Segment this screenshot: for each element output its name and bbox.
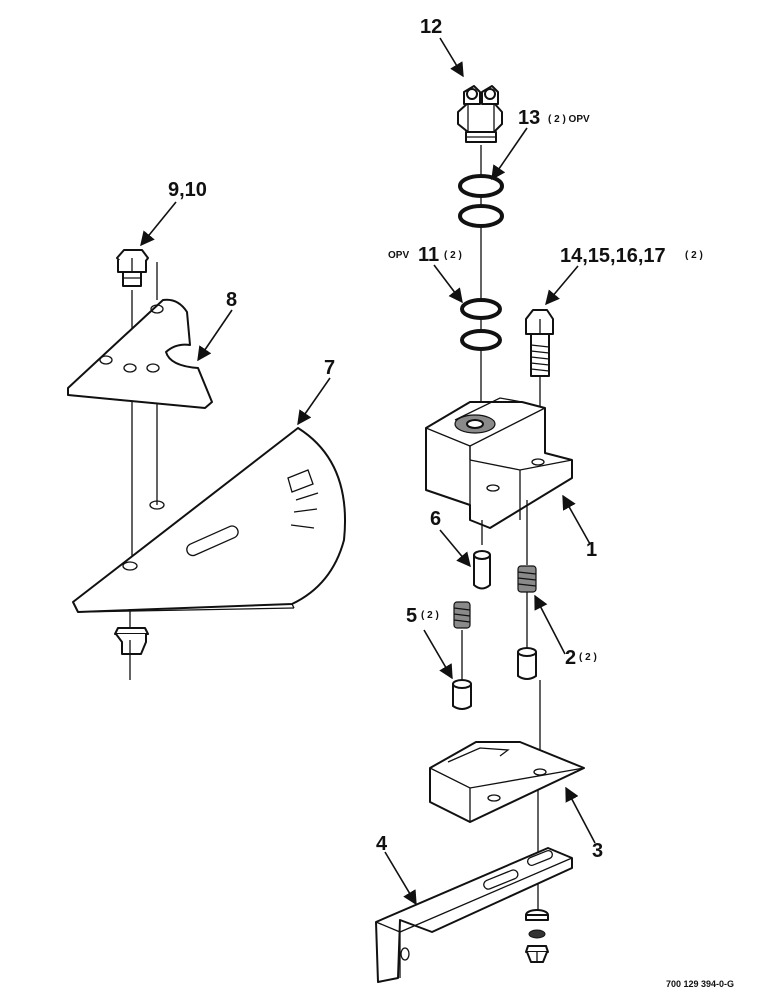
callout-11: 11 — [418, 244, 439, 266]
centerlines-right — [461, 500, 541, 910]
callout-9-10: 9,10 — [168, 179, 207, 201]
callout-13: 13 — [518, 107, 540, 129]
flange-nut-left — [114, 627, 149, 655]
callout-6: 6 — [430, 508, 441, 530]
callout-8: 8 — [226, 289, 237, 311]
callout-7: 7 — [324, 357, 335, 379]
bracket-plate-part-8 — [67, 298, 213, 409]
callout-13-qty: ( 2 ) OPV — [548, 114, 590, 125]
callout-11-prefix: OPV — [388, 250, 409, 261]
leader-lines — [140, 37, 596, 906]
spacer-part-2b — [517, 647, 537, 680]
angle-bracket-part-4 — [375, 847, 573, 983]
callout-4: 4 — [376, 833, 388, 855]
callout-2: 2 — [565, 647, 576, 669]
callout-5-qty: ( 2 ) — [421, 610, 439, 621]
callout-11-qty: ( 2 ) — [444, 250, 462, 261]
callout-14-qty: ( 2 ) — [685, 250, 703, 261]
cap-screw-part-14 — [525, 309, 554, 458]
plunger-part-5b — [452, 679, 472, 710]
callout-14-17: 14,15,16,17 — [560, 245, 666, 267]
valve-block-part-1 — [425, 397, 573, 529]
deflector-plate-part-7 — [72, 427, 346, 613]
spring-part-2 — [517, 565, 537, 593]
switch-part-12 — [457, 85, 503, 143]
washer-nut-stack — [525, 909, 549, 963]
callout-2-qty: ( 2 ) — [579, 652, 597, 663]
callout-12: 12 — [420, 16, 442, 38]
hex-bolt-part-9 — [116, 249, 149, 287]
callout-5: 5 — [406, 605, 417, 627]
plunger-part-6 — [473, 550, 491, 590]
callout-labels: 12 13 ( 2 ) OPV OPV 11 ( 2 ) 14,15,16,17… — [168, 16, 703, 862]
callout-3: 3 — [592, 840, 603, 862]
o-rings-part-13 — [458, 174, 504, 228]
mount-bracket-part-3 — [429, 741, 585, 823]
figure-reference-number: 700 129 394-0-G — [666, 979, 734, 989]
o-rings-part-11 — [460, 298, 502, 351]
spring-part-5 — [453, 601, 471, 629]
callout-1: 1 — [586, 539, 597, 561]
